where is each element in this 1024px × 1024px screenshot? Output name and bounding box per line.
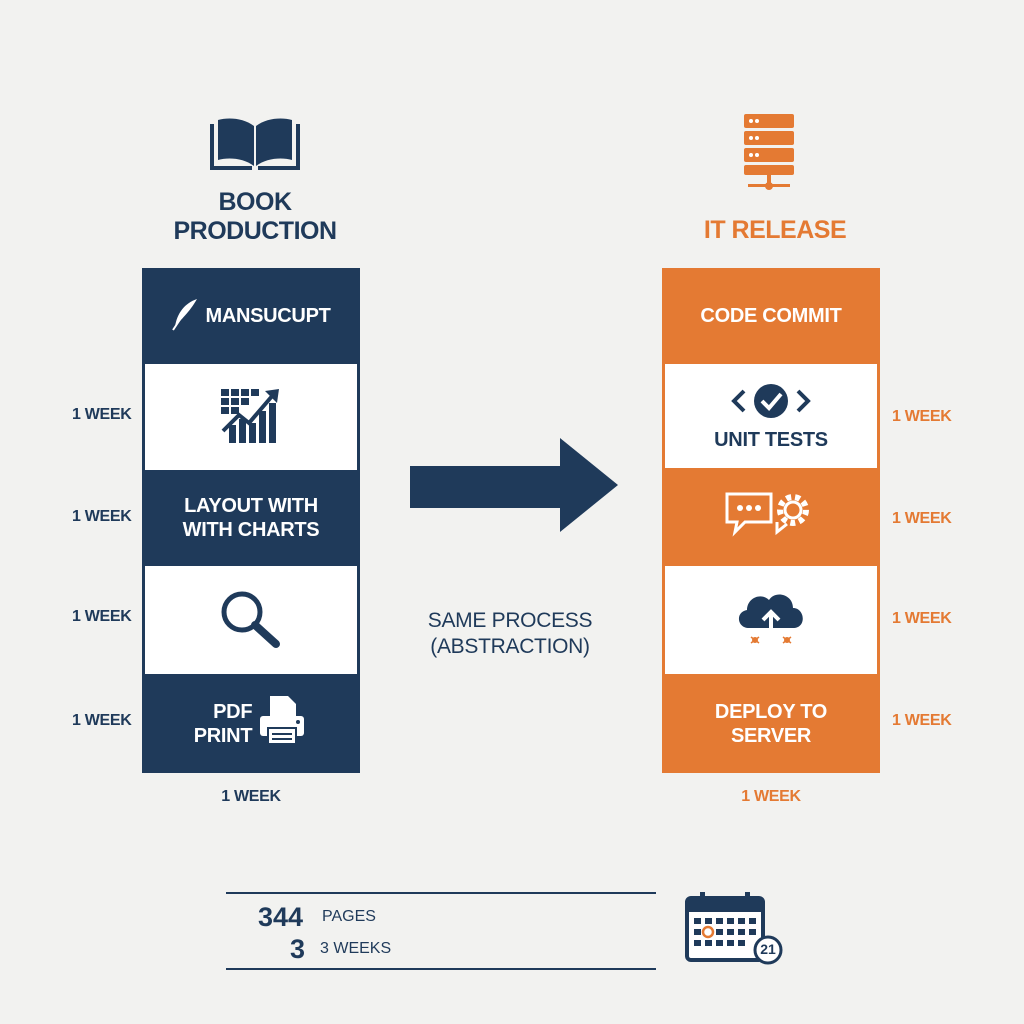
summary-bottom-rule — [226, 968, 656, 970]
it-release-stack: CODE COMMIT UNIT TESTS — [662, 268, 880, 773]
pages-label: PAGES — [322, 908, 376, 925]
caption-line1: SAME PROCESS — [427, 609, 593, 632]
pdf-print-step: PDF PRINT — [145, 674, 357, 773]
caption-line2: (ABSTRACTION) — [430, 635, 590, 658]
review-step — [145, 566, 357, 674]
chart-icon — [219, 385, 283, 450]
it-week-label-2: 1 WEEK — [892, 510, 952, 527]
book-production-stack: MANSUCUPT LAYOUT WITH WITH CHARTS — [142, 268, 360, 773]
deploy-step: DEPLOY TO SERVER — [665, 674, 877, 773]
book-title-line2: PRODUCTION — [173, 217, 337, 245]
book-bottom-week: 1 WEEK — [221, 788, 281, 805]
manuscript-step: MANSUCUPT — [145, 268, 357, 364]
server-icon — [738, 110, 800, 192]
book-title-line1: BOOK — [218, 188, 293, 216]
cloud-step — [665, 566, 877, 674]
book-icon — [210, 112, 300, 172]
deploy-label-line1: DEPLOY TO — [714, 700, 828, 723]
manuscript-label: MANSUCUPT — [205, 305, 331, 327]
book-week-label-4: 1 WEEK — [72, 712, 132, 729]
book-week-label-1: 1 WEEK — [72, 406, 132, 423]
it-release-title: IT RELEASE — [703, 216, 847, 244]
weeks-label: 3 WEEKS — [320, 940, 392, 957]
arrow-right-icon — [408, 436, 620, 534]
chat-gear-icon — [723, 488, 819, 547]
unit-tests-step: UNIT TESTS — [665, 364, 877, 468]
summary-top-rule — [226, 892, 656, 894]
weeks-value: 3 — [290, 934, 306, 964]
layout-label-line2: WITH CHARTS — [182, 519, 320, 541]
code-commit-step: CODE COMMIT — [665, 268, 877, 364]
magnifier-icon — [216, 586, 286, 655]
unit-tests-label: UNIT TESTS — [714, 428, 828, 451]
it-week-label-4: 1 WEEK — [892, 712, 952, 729]
code-commit-label: CODE COMMIT — [700, 305, 842, 327]
book-production-title: BOOK PRODUCTION — [142, 188, 368, 246]
it-week-label-1: 1 WEEK — [892, 408, 952, 425]
book-week-label-2: 1 WEEK — [72, 508, 132, 525]
it-bottom-week: 1 WEEK — [741, 788, 801, 805]
print-label: PRINT — [193, 724, 253, 747]
calendar-badge: 21 — [760, 941, 776, 957]
code-check-icon — [726, 381, 816, 426]
layout-step: LAYOUT WITH WITH CHARTS — [145, 470, 357, 566]
printer-icon — [256, 694, 308, 753]
pages-value: 344 — [258, 902, 304, 932]
it-week-label-3: 1 WEEK — [892, 610, 952, 627]
layout-label-line1: LAYOUT WITH — [184, 495, 318, 517]
cloud-upload-icon — [731, 584, 811, 657]
calendar-icon: 21 — [684, 890, 784, 970]
quill-icon — [171, 297, 199, 336]
book-week-label-3: 1 WEEK — [72, 608, 132, 625]
pdf-label: PDF — [213, 700, 253, 723]
abstraction-caption: SAME PROCESS (ABSTRACTION) — [400, 608, 620, 660]
integration-step — [665, 468, 877, 566]
chart-step — [145, 364, 357, 470]
deploy-label-line2: SERVER — [730, 724, 812, 747]
